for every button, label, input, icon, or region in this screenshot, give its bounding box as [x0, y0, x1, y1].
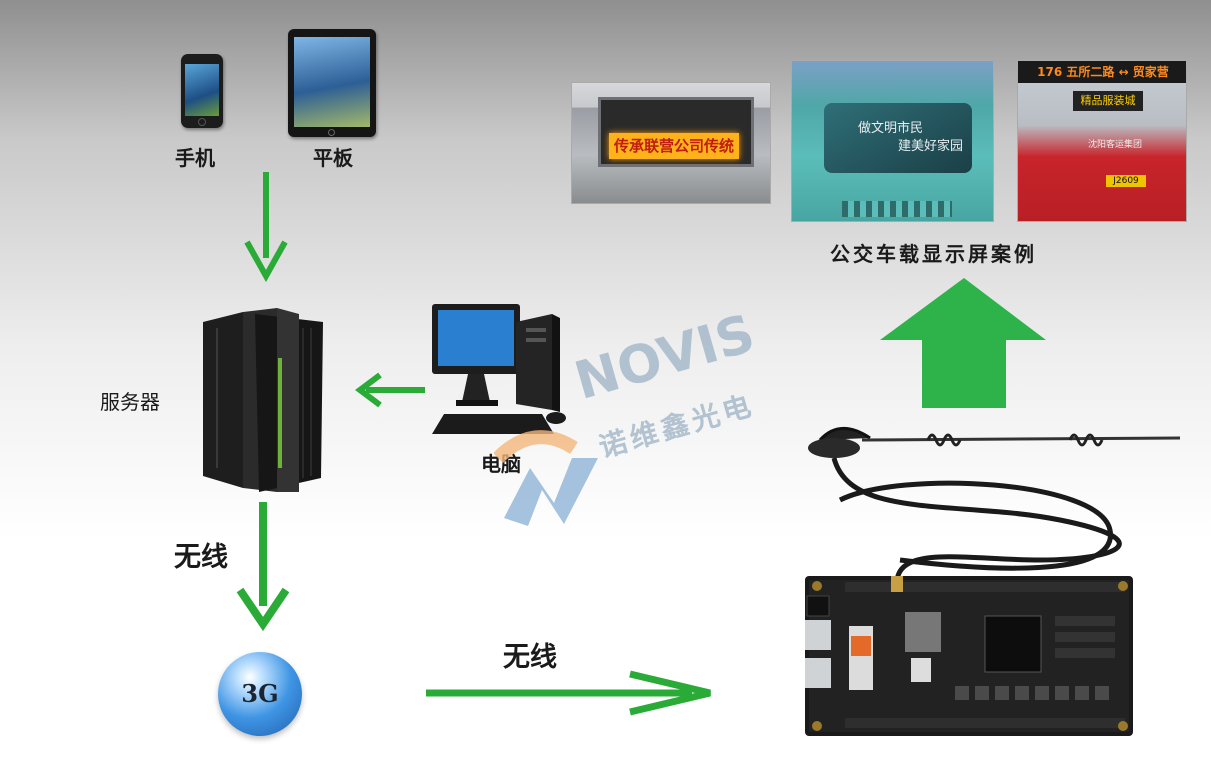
bus3-company-text: 沈阳客运集团	[1088, 140, 1143, 150]
phone-home-button	[198, 118, 206, 126]
tablet-device	[288, 29, 376, 137]
bus3-license-plate: J2609	[1106, 175, 1146, 187]
novis-logo-mark	[494, 430, 598, 526]
tablet-screen	[294, 37, 370, 127]
phone-label: 手机	[175, 146, 215, 170]
bus-example-1: 传承联营公司传统	[571, 82, 771, 204]
arrow-devices-to-server	[244, 172, 288, 283]
bus-examples-caption: 公交车载显示屏案例	[830, 242, 1037, 266]
bus-grill	[842, 201, 952, 217]
bus3-route-display: 176 五所二路 ↔ 贸家营	[1018, 61, 1186, 83]
bus-window	[824, 103, 972, 173]
server-tower	[203, 308, 323, 492]
led-controller-board	[805, 576, 1133, 736]
desktop-computer	[432, 304, 566, 434]
bus1-led-display: 传承联营公司传统	[609, 133, 739, 159]
bus-example-3: 176 五所二路 ↔ 贸家营 精品服装城 沈阳客运集团 J2609	[1017, 60, 1187, 222]
3g-network-badge: 3G	[218, 652, 302, 736]
bus3-led-display: 精品服装城	[1073, 91, 1143, 111]
arrow-3g-to-board	[426, 670, 711, 716]
phone-screen	[185, 64, 219, 116]
phone-device	[181, 54, 223, 128]
tablet-label: 平板	[313, 146, 353, 170]
wireless-label-server: 无线	[174, 542, 228, 573]
arrow-computer-to-server	[355, 372, 425, 408]
bus2-screen-line2: 建美好家园	[898, 139, 964, 154]
arrow-server-to-3g	[236, 502, 290, 632]
arrow-board-to-bus	[880, 278, 1046, 408]
server-label: 服务器	[100, 390, 160, 414]
antenna	[808, 427, 1181, 601]
bus-example-2: 做文明市民 建美好家园	[791, 60, 994, 222]
tablet-home-button	[328, 129, 335, 136]
bus2-screen-line1: 做文明市民	[858, 121, 924, 136]
wireless-label-3g: 无线	[503, 642, 557, 673]
